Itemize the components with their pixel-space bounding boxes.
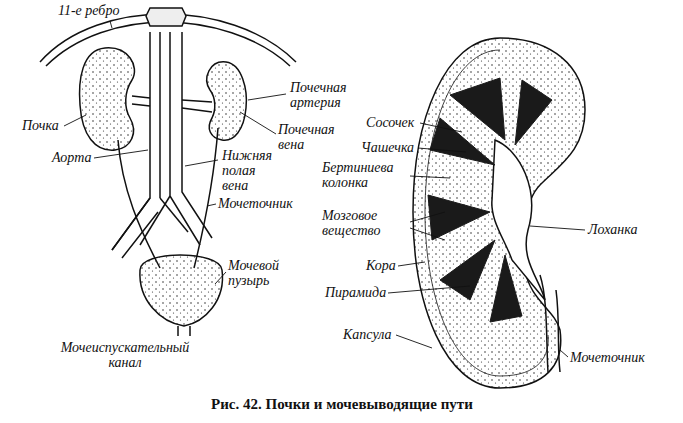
pelvis-label: Лоханка — [588, 222, 637, 237]
left-figure — [40, 8, 296, 336]
pyramid-label: Пирамида — [325, 285, 386, 300]
bladder-label: Мочевой пузырь — [228, 258, 290, 288]
ureter-label: Мочеточник — [570, 350, 645, 365]
pyramids — [428, 78, 552, 322]
papilla-label: Сосочек — [366, 115, 414, 130]
calyx-label: Чашечка — [361, 140, 414, 155]
capsule-label: Капсула — [343, 327, 392, 342]
right-figure — [413, 38, 585, 388]
ureter-label: Мочеточник — [218, 196, 293, 211]
kidney-label: Почка — [22, 118, 59, 133]
vein-label: Почечная вена — [278, 122, 353, 152]
urethra-label: Мочеиспускательный канал — [45, 340, 205, 370]
figure-caption: Рис. 42. Почки и мочевыводящие пути — [211, 396, 473, 413]
rib-label: 11-е ребро — [58, 3, 119, 18]
vena-cava-label: Нижняя полая вена — [222, 148, 278, 193]
aorta-label: Аорта — [52, 150, 91, 165]
leader-lines — [64, 21, 585, 357]
cortex-label: Кора — [366, 258, 396, 273]
medulla-label: Мозговое вещество — [322, 208, 408, 238]
column-label: Бертиниева колонка — [322, 160, 408, 190]
artery-label: Почечная артерия — [290, 80, 365, 110]
